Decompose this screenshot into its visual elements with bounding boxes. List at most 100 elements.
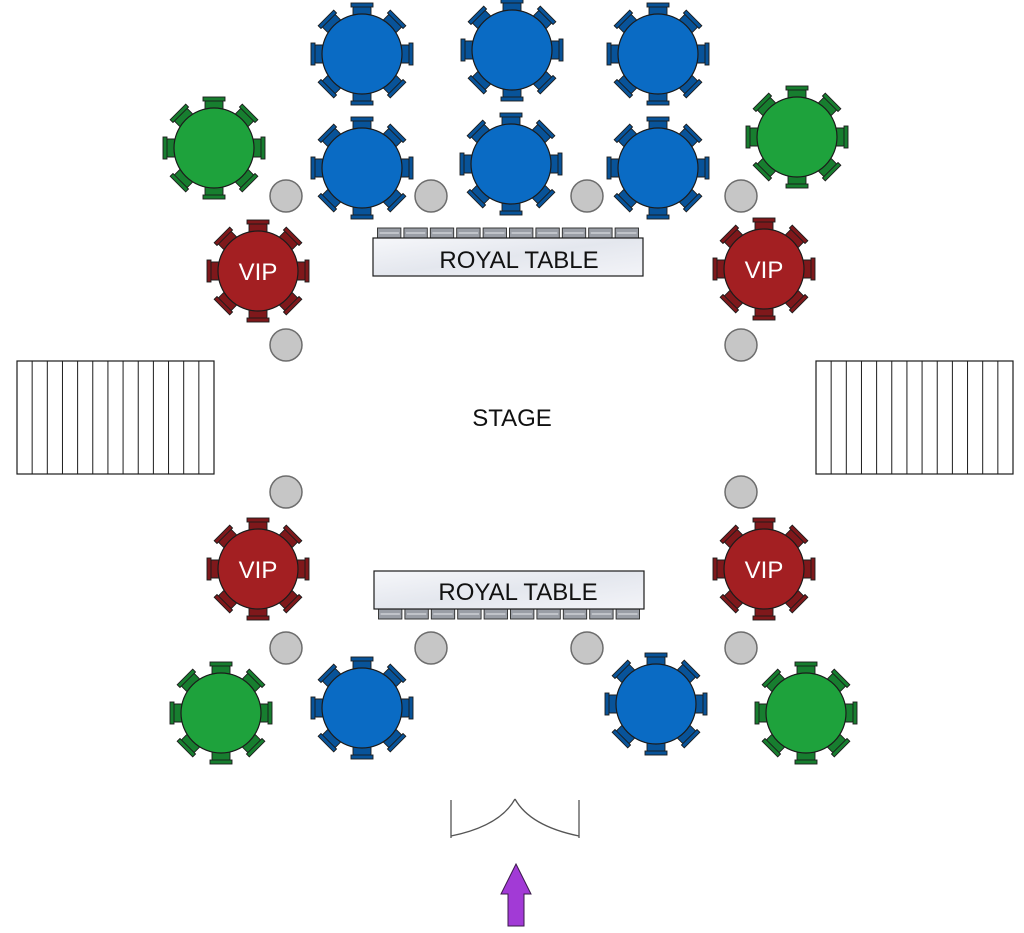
bleacher-frame [815, 360, 1014, 475]
chair-back [830, 737, 851, 758]
chair-back [646, 2, 670, 8]
chair-back [350, 100, 374, 106]
chair-back [852, 701, 858, 725]
chair [276, 226, 303, 253]
chair-back [350, 754, 374, 760]
guest-blue-table-top [321, 13, 403, 95]
chair-back [246, 317, 270, 323]
chair [815, 92, 842, 119]
chair-back [350, 656, 374, 662]
chair-back [500, 0, 524, 4]
guest-green-table [745, 85, 849, 189]
royal-table-top-chairs [377, 227, 639, 239]
guest-blue-table-top [321, 127, 403, 209]
guest-blue-table [606, 116, 710, 220]
chair-back [317, 78, 338, 99]
chair [466, 182, 493, 209]
chair-back [558, 38, 564, 62]
pillar [414, 631, 448, 665]
chair [719, 524, 746, 551]
chair [467, 5, 494, 32]
chair-back [386, 192, 407, 213]
royal-table-bottom-surface [373, 570, 645, 610]
pillar [269, 328, 303, 362]
chair-back [169, 103, 190, 124]
chair-back [499, 210, 523, 216]
chair-back [467, 74, 488, 95]
chair-back [682, 123, 703, 144]
chair-back [646, 116, 670, 122]
bleacher-left [16, 360, 215, 475]
chair-back [682, 9, 703, 30]
chair-back [202, 96, 226, 102]
chair-back [788, 293, 809, 314]
chair [761, 731, 788, 758]
chair-back [719, 593, 740, 614]
chair [611, 722, 638, 749]
chair-back [644, 750, 668, 756]
chair-back [386, 78, 407, 99]
chair-back [536, 74, 557, 95]
guest-blue-table [460, 0, 564, 102]
pillar [570, 179, 604, 213]
chair-back [704, 156, 710, 180]
chair [719, 287, 746, 314]
vip-table-top [723, 528, 805, 610]
chair [317, 72, 344, 99]
chair-back [162, 136, 168, 160]
vip-label: VIP [239, 259, 278, 286]
chair-back [169, 701, 175, 725]
chair-back [310, 156, 316, 180]
chair-back [785, 183, 809, 189]
chair-back [317, 663, 338, 684]
chair-back [761, 668, 782, 689]
pillar [269, 631, 303, 665]
pillar [570, 631, 604, 665]
chair-back [176, 737, 197, 758]
chair [752, 155, 779, 182]
guest-blue-table-top [470, 123, 552, 205]
chair-back [282, 593, 303, 614]
chair-back [317, 732, 338, 753]
guest-blue-table [459, 112, 563, 216]
chair [176, 668, 203, 695]
chair [529, 119, 556, 146]
vip-table: VIP [206, 517, 310, 621]
chair [674, 722, 701, 749]
chair-back [719, 524, 740, 545]
chair-back [821, 161, 842, 182]
guest-blue-table [604, 652, 708, 756]
chair-back [613, 192, 634, 213]
chair-back [466, 119, 487, 140]
chair-back [246, 615, 270, 621]
royal-table-top: ROYAL TABLE [372, 227, 644, 277]
chair [613, 186, 640, 213]
vip-table: VIP [712, 217, 816, 321]
chair-back [604, 692, 610, 716]
chair-back [213, 226, 234, 247]
vip-label: VIP [239, 557, 278, 584]
chair-back [408, 696, 414, 720]
chair-back [238, 172, 259, 193]
guest-blue-table [310, 656, 414, 760]
chair-back [350, 214, 374, 220]
chair-back [752, 92, 773, 113]
royal-table-bottom-label: ROYAL TABLE [438, 579, 597, 606]
chair [317, 726, 344, 753]
chair-back [613, 123, 634, 144]
guest-blue-table-top [617, 13, 699, 95]
chair-back [794, 661, 818, 667]
chair-back [206, 259, 212, 283]
chair-back [536, 5, 557, 26]
guest-green-table [754, 661, 858, 765]
royal-table-top-label: ROYAL TABLE [439, 247, 598, 274]
guest-blue-table [310, 116, 414, 220]
chair-back [606, 42, 612, 66]
chair-back [467, 5, 488, 26]
chair-back [245, 668, 266, 689]
chair-back [238, 103, 259, 124]
chair-back [644, 652, 668, 658]
chair [232, 103, 259, 130]
chair-back [386, 663, 407, 684]
chair-back [788, 224, 809, 245]
